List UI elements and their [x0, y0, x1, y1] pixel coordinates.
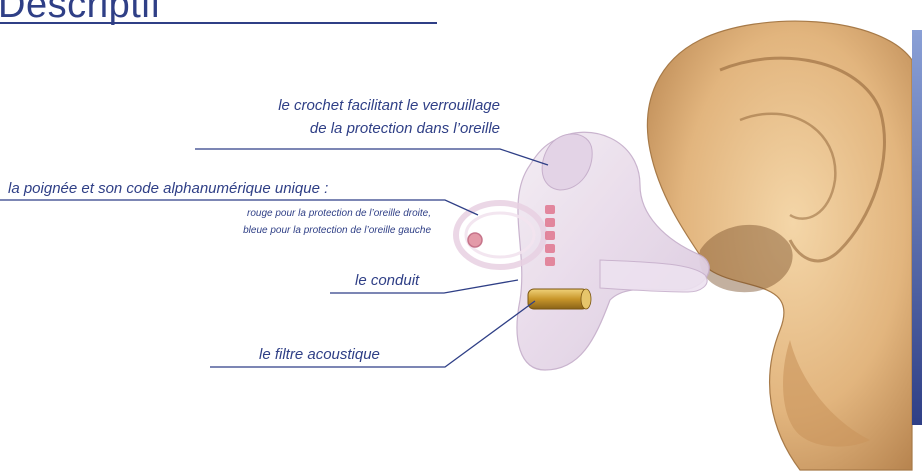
side-accent-bar	[912, 30, 922, 425]
acoustic-filter	[528, 289, 588, 309]
acoustic-filter-end	[581, 289, 591, 309]
handle-dot	[468, 233, 482, 247]
label-filter: le filtre acoustique	[259, 346, 380, 363]
label-hook-line1: le crochet facilitant le verrouillage	[278, 97, 500, 114]
label-handle: la poignée et son code alphanumérique un…	[8, 180, 328, 197]
label-hook-line2: de la protection dans l’oreille	[310, 120, 500, 137]
leader-hook	[195, 149, 548, 165]
label-handle-note2: bleue pour la protection de l’oreille ga…	[243, 225, 431, 236]
title-underline	[0, 22, 437, 24]
label-handle-note1: rouge pour la protection de l’oreille dr…	[247, 208, 431, 219]
label-duct: le conduit	[355, 272, 419, 289]
